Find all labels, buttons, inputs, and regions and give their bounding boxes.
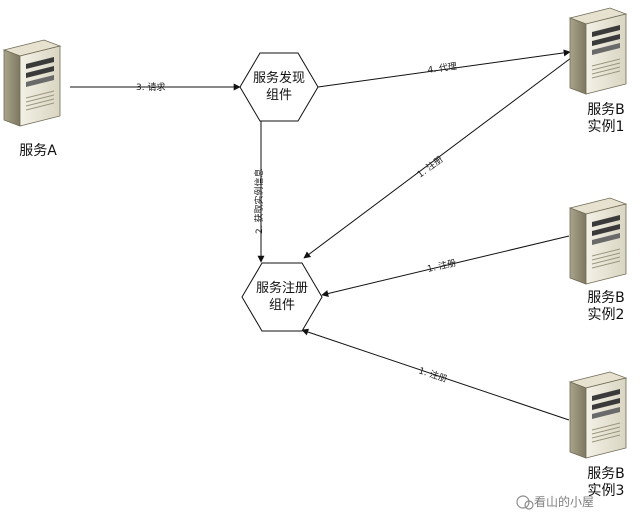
wechat-icon xyxy=(516,495,530,509)
instance-2-label-line2: 实例2 xyxy=(588,307,625,323)
instance-1-node: 服务B 实例1 xyxy=(569,7,627,135)
service-a-node: 服务A xyxy=(3,39,61,159)
edge-label-register-1: 1. 注册 xyxy=(415,153,446,180)
server-icon xyxy=(3,39,61,127)
server-icon xyxy=(569,7,627,95)
edge-fetch: 2. 获取实例信息 xyxy=(253,120,265,263)
instance-2-node: 服务B 实例2 xyxy=(569,197,627,323)
service-a-label: 服务A xyxy=(19,143,57,159)
service-discovery-node: 服务发现 组件 xyxy=(239,52,319,122)
server-icon xyxy=(569,371,627,459)
edge-label-register-2: 1. 注册 xyxy=(426,257,457,275)
edge-label-request: 3. 请求 xyxy=(136,81,165,93)
instance-1-label-line2: 实例1 xyxy=(588,119,625,135)
watermark: 看山的小屋 xyxy=(516,494,594,510)
service-registry-node: 服务注册 组件 xyxy=(241,262,323,332)
edge-proxy: 4. 代理 xyxy=(317,49,571,88)
registry-label-line1: 服务注册 xyxy=(256,280,308,296)
watermark-text: 看山的小屋 xyxy=(534,494,594,509)
instance-3-label-line2: 实例3 xyxy=(588,483,625,499)
instance-3-node: 服务B 实例3 xyxy=(569,371,627,499)
edge-register-3: 1. 注册 xyxy=(301,328,570,421)
edge-label-register-3: 1. 注册 xyxy=(417,364,449,385)
registry-label-line2: 组件 xyxy=(269,298,295,313)
server-icon xyxy=(569,197,627,285)
instance-3-label-line1: 服务B xyxy=(587,466,625,482)
edge-register-1: 1. 注册 xyxy=(303,57,572,259)
discovery-label-line1: 服务发现 xyxy=(253,70,305,86)
edge-label-fetch: 2. 获取实例信息 xyxy=(253,169,265,234)
instance-1-label-line1: 服务B xyxy=(587,102,625,118)
edge-request: 3. 请求 xyxy=(70,81,241,93)
discovery-label-line2: 组件 xyxy=(266,88,292,103)
edge-label-proxy: 4. 代理 xyxy=(427,61,458,76)
instance-2-label-line1: 服务B xyxy=(587,290,625,306)
edge-register-2: 1. 注册 xyxy=(321,235,570,297)
